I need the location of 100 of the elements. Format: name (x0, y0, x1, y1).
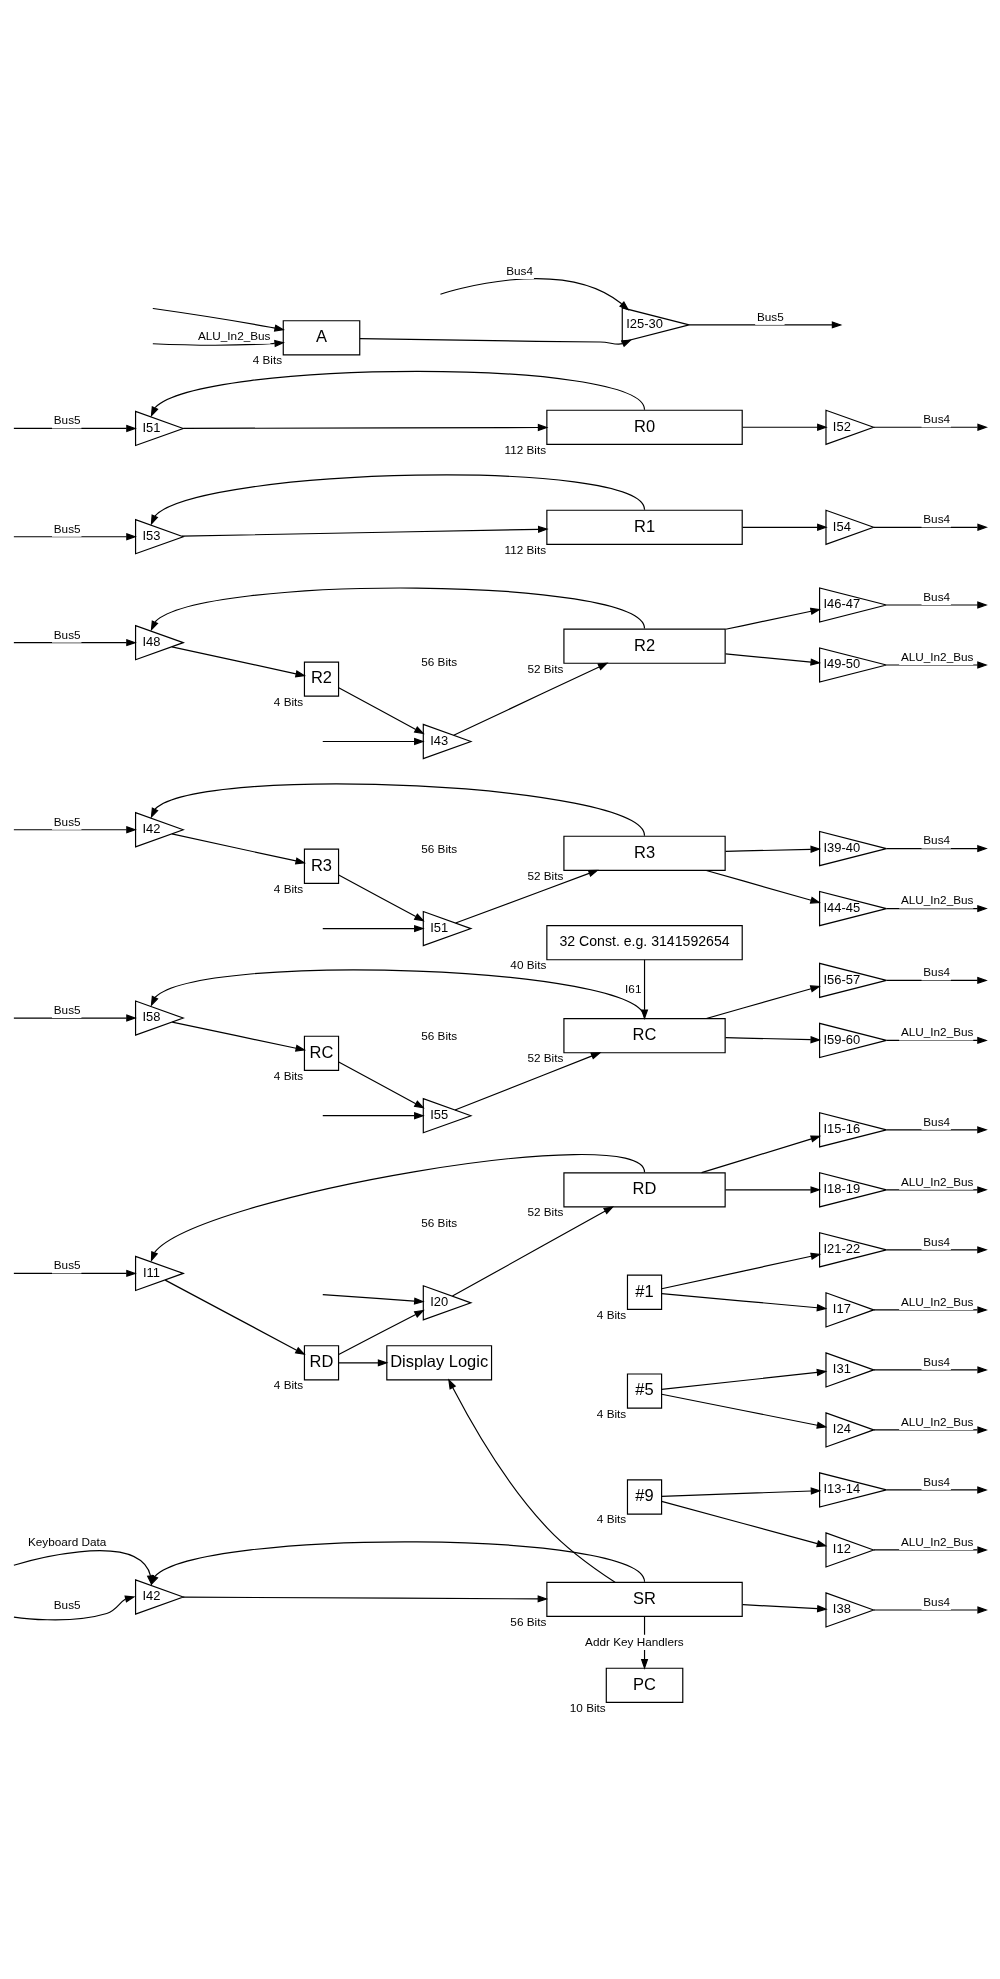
arrow (873, 1606, 988, 1614)
arrow (885, 1486, 988, 1494)
arrow (885, 976, 988, 985)
arrow (453, 662, 609, 736)
edge-label: Bus4 (923, 589, 951, 603)
arrow (885, 1186, 988, 1194)
edge-label: Addr Key Handlers (585, 1634, 684, 1648)
edge-label: Bus4 (923, 412, 951, 426)
edge-label: ALU_In2_Bus (900, 1174, 974, 1188)
arrow (338, 1359, 389, 1367)
label: 56 Bits (421, 841, 458, 855)
arrow (322, 1294, 425, 1305)
arrow (640, 959, 649, 1020)
arrow (338, 1061, 425, 1109)
arrow (150, 783, 646, 837)
node-box: #9 (626, 1479, 663, 1515)
edge-label: ALU_In2_Bus (197, 328, 271, 342)
edge-label: Bus5 (53, 1258, 81, 1272)
label: 56 Bits (421, 654, 458, 668)
node-box: R3 (563, 835, 726, 871)
edge-label: Bus4 (923, 1234, 951, 1248)
node-box: RD (303, 1345, 340, 1381)
arrow (873, 1366, 988, 1374)
edge-label: Bus5 (53, 521, 81, 535)
node-label: 4 Bits (273, 881, 304, 895)
arrow (885, 1036, 988, 1045)
node-label: 4 Bits (273, 694, 304, 708)
edge-label: ALU_In2_Bus (900, 893, 974, 907)
arrow (182, 423, 549, 432)
node-box: #5 (626, 1373, 663, 1409)
arrow (13, 424, 137, 433)
node-box: 32 Const. e.g. 3141592654 (546, 925, 743, 961)
edge-label: Bus4 (923, 833, 951, 847)
node-box: R1 (546, 509, 743, 545)
arrow (322, 1112, 425, 1120)
arrow (725, 653, 822, 666)
arrow (701, 1135, 822, 1174)
arrow (725, 607, 822, 630)
edge-label: Keyboard Data (27, 1534, 107, 1548)
arrow (150, 1153, 646, 1263)
edge-label: ALU_In2_Bus (900, 649, 974, 663)
edge-label: Bus4 (923, 1474, 951, 1488)
arrow (451, 1206, 615, 1297)
label: 56 Bits (421, 1215, 458, 1229)
arrow (455, 869, 599, 924)
node-label: 4 Bits (273, 1378, 304, 1392)
node-box: RC (303, 1035, 340, 1071)
node-box: RD (563, 1172, 726, 1208)
arrow (873, 1546, 988, 1554)
arrow (338, 1309, 425, 1356)
node-label: 4 Bits (596, 1307, 627, 1321)
edge-label: ALU_In2_Bus (900, 1025, 974, 1039)
arrow (338, 874, 425, 922)
arrow (322, 924, 425, 933)
node-label: 52 Bits (527, 868, 564, 882)
arrow (742, 1604, 828, 1613)
arrow (171, 1021, 307, 1052)
edge-label: Bus5 (53, 1598, 81, 1612)
edge-label: Bus4 (923, 965, 951, 979)
arrow (171, 646, 307, 678)
arrow (661, 1393, 828, 1429)
edge-label: ALU_In2_Bus (900, 1294, 974, 1308)
arrow (885, 601, 988, 609)
node-box: R3 (303, 848, 340, 884)
arrow (322, 737, 425, 746)
arrow (13, 1014, 137, 1022)
arrow (742, 423, 828, 431)
node-box: R2 (303, 661, 340, 697)
arrow (705, 869, 821, 904)
arrow (742, 523, 828, 532)
arrow (661, 1293, 828, 1312)
arrow (725, 1035, 822, 1044)
node-label: 10 Bits (569, 1700, 606, 1714)
node-box: #1 (626, 1274, 663, 1310)
label: 56 Bits (421, 1028, 458, 1042)
node-box: R2 (563, 628, 726, 664)
arrow (150, 474, 646, 526)
arrow (150, 370, 646, 418)
arrow (448, 1378, 616, 1583)
arrow (171, 833, 307, 865)
arrow (688, 321, 843, 329)
node-box: SR (546, 1581, 743, 1618)
arrow (661, 1252, 822, 1290)
edge-label: Bus5 (756, 309, 784, 323)
edge-label: ALU_In2_Bus (900, 1534, 974, 1548)
arrow (873, 1306, 988, 1314)
arrow (181, 525, 549, 537)
node-label: 4 Bits (596, 1512, 627, 1526)
arrow (661, 1368, 828, 1390)
node-label: 40 Bits (510, 958, 547, 972)
edge-label: Bus4 (923, 1594, 951, 1608)
edge-label: Bus4 (506, 263, 534, 277)
arrow (13, 1269, 137, 1278)
arrow (873, 1426, 988, 1434)
node-box: R0 (546, 409, 743, 445)
arrow (873, 523, 988, 532)
node-box: PC (605, 1667, 684, 1703)
arrow (661, 1500, 828, 1548)
arrow (885, 661, 988, 669)
node-label: 56 Bits (510, 1614, 547, 1628)
